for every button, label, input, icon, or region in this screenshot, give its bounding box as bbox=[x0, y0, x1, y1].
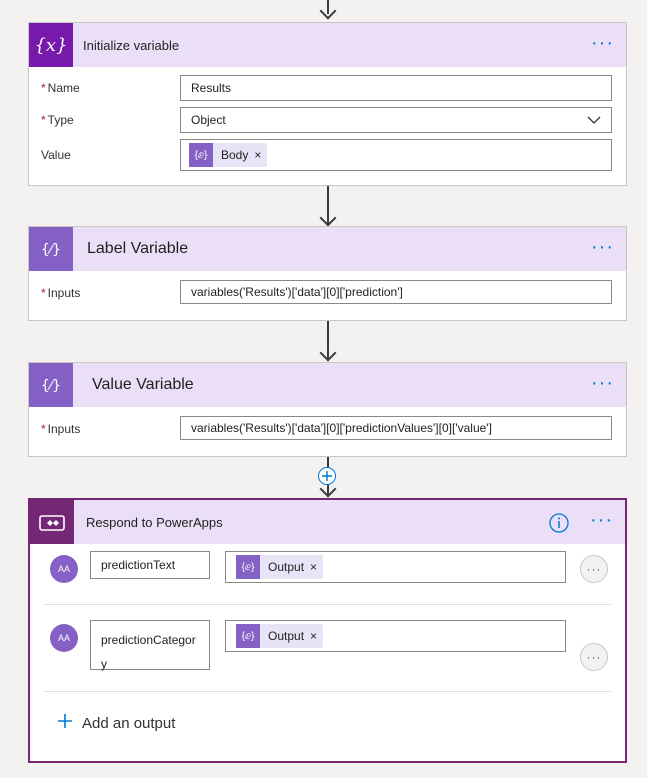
value-label: Value bbox=[41, 148, 71, 162]
connector-2 bbox=[327, 321, 329, 359]
divider bbox=[44, 604, 611, 605]
remove-token-icon[interactable]: × bbox=[310, 629, 318, 643]
arrowhead-top bbox=[319, 2, 337, 20]
avatar: AA bbox=[50, 555, 78, 583]
expression-icon: {ⅇ} bbox=[189, 143, 213, 167]
expression-icon: {ⅇ} bbox=[236, 555, 260, 579]
remove-token-icon[interactable]: × bbox=[310, 560, 318, 574]
insert-step-plus-icon[interactable] bbox=[318, 467, 336, 485]
expression-icon: {ⅇ} bbox=[236, 624, 260, 648]
output-token[interactable]: {ⅇ} Output × bbox=[236, 624, 324, 648]
arrowhead-1 bbox=[319, 209, 337, 227]
label-variable-card: {⁄} Label Variable ··· *Inputs variables… bbox=[28, 226, 627, 321]
chevron-down-icon bbox=[587, 113, 601, 127]
powerapps-icon bbox=[30, 500, 74, 544]
required-marker: * bbox=[41, 113, 46, 127]
svg-text:{⁄}: {⁄} bbox=[41, 378, 61, 394]
info-icon[interactable] bbox=[549, 513, 569, 538]
type-label: *Type bbox=[41, 113, 74, 127]
value-row: Value {ⅇ} Body × bbox=[29, 139, 626, 171]
required-marker: * bbox=[41, 286, 46, 300]
more-options-icon[interactable]: ··· bbox=[591, 32, 614, 54]
value-variable-header[interactable]: {⁄} Value Variable ··· bbox=[29, 363, 626, 407]
respond-to-powerapps-card: Respond to PowerApps ··· AA predictionTe… bbox=[28, 498, 627, 763]
add-output-button[interactable]: Add an output bbox=[58, 714, 175, 732]
card-title: Respond to PowerApps bbox=[86, 514, 223, 530]
inputs-field[interactable]: variables('Results')['data'][0]['predict… bbox=[180, 280, 612, 304]
respond-header[interactable]: Respond to PowerApps ··· bbox=[30, 500, 625, 544]
output-token[interactable]: {ⅇ} Output × bbox=[236, 555, 324, 579]
initialize-variable-header[interactable]: {x} Initialize variable ··· bbox=[29, 23, 626, 67]
connector-top bbox=[327, 0, 329, 14]
svg-text:{⁄}: {⁄} bbox=[41, 242, 61, 258]
inputs-field[interactable]: variables('Results')['data'][0]['predict… bbox=[180, 416, 612, 440]
required-marker: * bbox=[41, 422, 46, 436]
plus-icon bbox=[58, 714, 72, 732]
connector-1 bbox=[327, 186, 329, 224]
divider bbox=[44, 691, 611, 692]
output-more-button[interactable]: ··· bbox=[580, 555, 608, 583]
arrowhead-2 bbox=[319, 344, 337, 362]
compose-icon: {⁄} bbox=[29, 227, 73, 271]
body-token[interactable]: {ⅇ} Body × bbox=[189, 143, 268, 167]
name-label: *Name bbox=[41, 81, 80, 95]
value-input[interactable]: {ⅇ} Body × bbox=[180, 139, 612, 171]
inputs-label: *Inputs bbox=[41, 422, 81, 436]
avatar: AA bbox=[50, 624, 78, 652]
output-value-field[interactable]: {ⅇ} Output × bbox=[225, 620, 566, 652]
output-value-field[interactable]: {ⅇ} Output × bbox=[225, 551, 566, 583]
compose-icon: {⁄} bbox=[29, 363, 73, 407]
inputs-row: *Inputs variables('Results')['data'][0][… bbox=[29, 280, 626, 306]
variable-icon: {x} bbox=[29, 23, 73, 67]
svg-text:{x}: {x} bbox=[36, 35, 66, 56]
initialize-variable-card: {x} Initialize variable ··· *Name Result… bbox=[28, 22, 627, 186]
more-options-icon[interactable]: ··· bbox=[591, 236, 614, 258]
required-marker: * bbox=[41, 81, 46, 95]
type-select[interactable]: Object bbox=[180, 107, 612, 133]
value-variable-card: {⁄} Value Variable ··· *Inputs variables… bbox=[28, 362, 627, 457]
card-title: Label Variable bbox=[87, 240, 189, 257]
remove-token-icon[interactable]: × bbox=[254, 148, 262, 162]
inputs-label: *Inputs bbox=[41, 286, 81, 300]
more-options-icon[interactable]: ··· bbox=[590, 509, 613, 531]
name-input[interactable]: Results bbox=[180, 75, 612, 101]
card-title: Value Variable bbox=[92, 376, 194, 393]
label-variable-header[interactable]: {⁄} Label Variable ··· bbox=[29, 227, 626, 271]
card-title: Initialize variable bbox=[83, 37, 180, 53]
output-name-field[interactable]: predictionText bbox=[90, 551, 210, 579]
name-row: *Name Results bbox=[29, 75, 626, 101]
output-more-button[interactable]: ··· bbox=[580, 643, 608, 671]
inputs-row: *Inputs variables('Results')['data'][0][… bbox=[29, 416, 626, 442]
more-options-icon[interactable]: ··· bbox=[591, 372, 614, 394]
type-row: *Type Object bbox=[29, 107, 626, 133]
output-name-field[interactable]: predictionCategor y bbox=[90, 620, 210, 671]
